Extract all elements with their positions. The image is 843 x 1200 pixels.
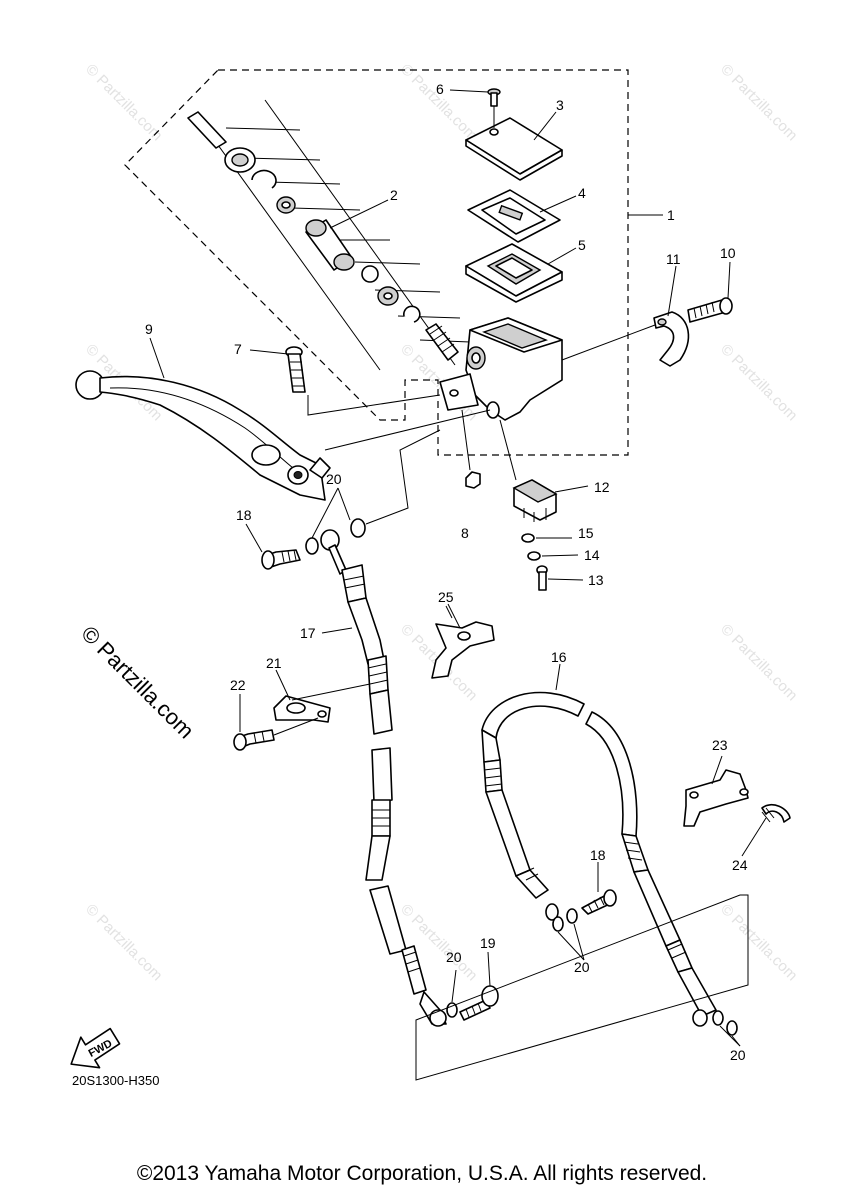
callout-24: 24 xyxy=(732,857,748,873)
watermark: © Partzilla.com xyxy=(82,901,165,984)
cup xyxy=(361,265,379,283)
callout-20-upper: 20 xyxy=(326,471,342,487)
callout-9: 9 xyxy=(145,321,153,337)
gasket xyxy=(350,518,366,538)
watermark: © Partzilla.com xyxy=(717,901,800,984)
watermark-layer: © Partzilla.com © Partzilla.com © Partzi… xyxy=(82,61,800,984)
callout-12: 12 xyxy=(594,479,610,495)
leader-lever xyxy=(324,409,491,451)
callout-13: 13 xyxy=(588,572,604,588)
watermark: © Partzilla.com xyxy=(82,61,165,144)
reservoir-cap xyxy=(465,117,563,181)
caliper-reference xyxy=(415,894,749,1081)
callout-18-lower: 18 xyxy=(590,847,606,863)
callout-16: 16 xyxy=(551,649,567,665)
bolt-22 xyxy=(233,717,319,751)
diaphragm xyxy=(465,243,563,303)
gasket xyxy=(566,908,578,924)
brake-lever xyxy=(75,370,331,501)
callout-17: 17 xyxy=(300,625,316,641)
callout-25: 25 xyxy=(438,589,454,605)
union-bolt-upper xyxy=(261,549,301,570)
nut-8 xyxy=(461,409,481,489)
watermark: © Partzilla.com xyxy=(397,61,480,144)
union-bolt-lower xyxy=(581,889,617,915)
gasket xyxy=(552,916,564,932)
callout-20-left: 20 xyxy=(446,949,462,965)
push-rod xyxy=(187,111,227,149)
gasket xyxy=(305,537,319,555)
callout-3: 3 xyxy=(556,97,564,113)
callout-20-middle: 20 xyxy=(574,959,590,975)
hose-guide xyxy=(273,683,371,723)
callout-14: 14 xyxy=(584,547,600,563)
drawing-code: 20S1300-H350 xyxy=(72,1073,159,1088)
master-cylinder xyxy=(439,317,563,421)
callout-6: 6 xyxy=(436,81,444,97)
screw xyxy=(487,88,501,128)
bolt-10 xyxy=(687,297,733,323)
gasket xyxy=(712,1010,724,1026)
callout-2: 2 xyxy=(390,187,398,203)
callout-1: 1 xyxy=(667,207,675,223)
callout-21: 21 xyxy=(266,655,282,671)
copyright-text: ©2013 Yamaha Motor Corporation, U.S.A. A… xyxy=(137,1162,707,1185)
watermark: © Partzilla.com xyxy=(717,61,800,144)
brake-hose-16 xyxy=(481,691,717,1027)
circlip-top xyxy=(251,169,277,189)
callout-10: 10 xyxy=(720,245,736,261)
callout-8: 8 xyxy=(461,525,469,541)
watermark: © Partzilla.com xyxy=(717,341,800,424)
brake-switch xyxy=(499,419,589,522)
bolt-7 xyxy=(285,346,441,416)
callout-5: 5 xyxy=(578,237,586,253)
spring xyxy=(425,323,459,361)
bracket-25 xyxy=(431,605,495,679)
partzilla-watermark: © Partzilla.com xyxy=(76,621,199,744)
gasket xyxy=(446,1002,458,1018)
washer-15 xyxy=(521,533,535,543)
brake-hose-17 xyxy=(320,529,447,1027)
assembly-outline xyxy=(124,69,629,456)
leader-lines xyxy=(149,89,767,987)
callout-19: 19 xyxy=(480,935,496,951)
union-bolt-19 xyxy=(459,985,499,1021)
washer-14 xyxy=(527,551,541,561)
callout-4: 4 xyxy=(578,185,586,201)
callout-7: 7 xyxy=(234,341,242,357)
fwd-arrow-icon: FWD xyxy=(70,1027,121,1069)
leader-clamp xyxy=(561,324,656,361)
clamp-24 xyxy=(761,803,791,823)
holder xyxy=(653,311,690,367)
callout-22: 22 xyxy=(230,677,246,693)
callouts: 1 2 3 4 5 6 7 8 9 10 11 12 13 14 15 16 1… xyxy=(145,81,748,1063)
gasket xyxy=(726,1020,738,1036)
callout-18-upper: 18 xyxy=(236,507,252,523)
bracket-23 xyxy=(683,769,749,827)
callout-15: 15 xyxy=(578,525,594,541)
piston-kit xyxy=(187,99,471,371)
callout-20-right: 20 xyxy=(730,1047,746,1063)
circlip-small xyxy=(403,305,421,323)
callout-23: 23 xyxy=(712,737,728,753)
screw-13 xyxy=(536,565,548,591)
callout-11: 11 xyxy=(666,251,681,267)
watermark: © Partzilla.com xyxy=(717,621,800,704)
diaphragm-plate xyxy=(467,189,561,243)
